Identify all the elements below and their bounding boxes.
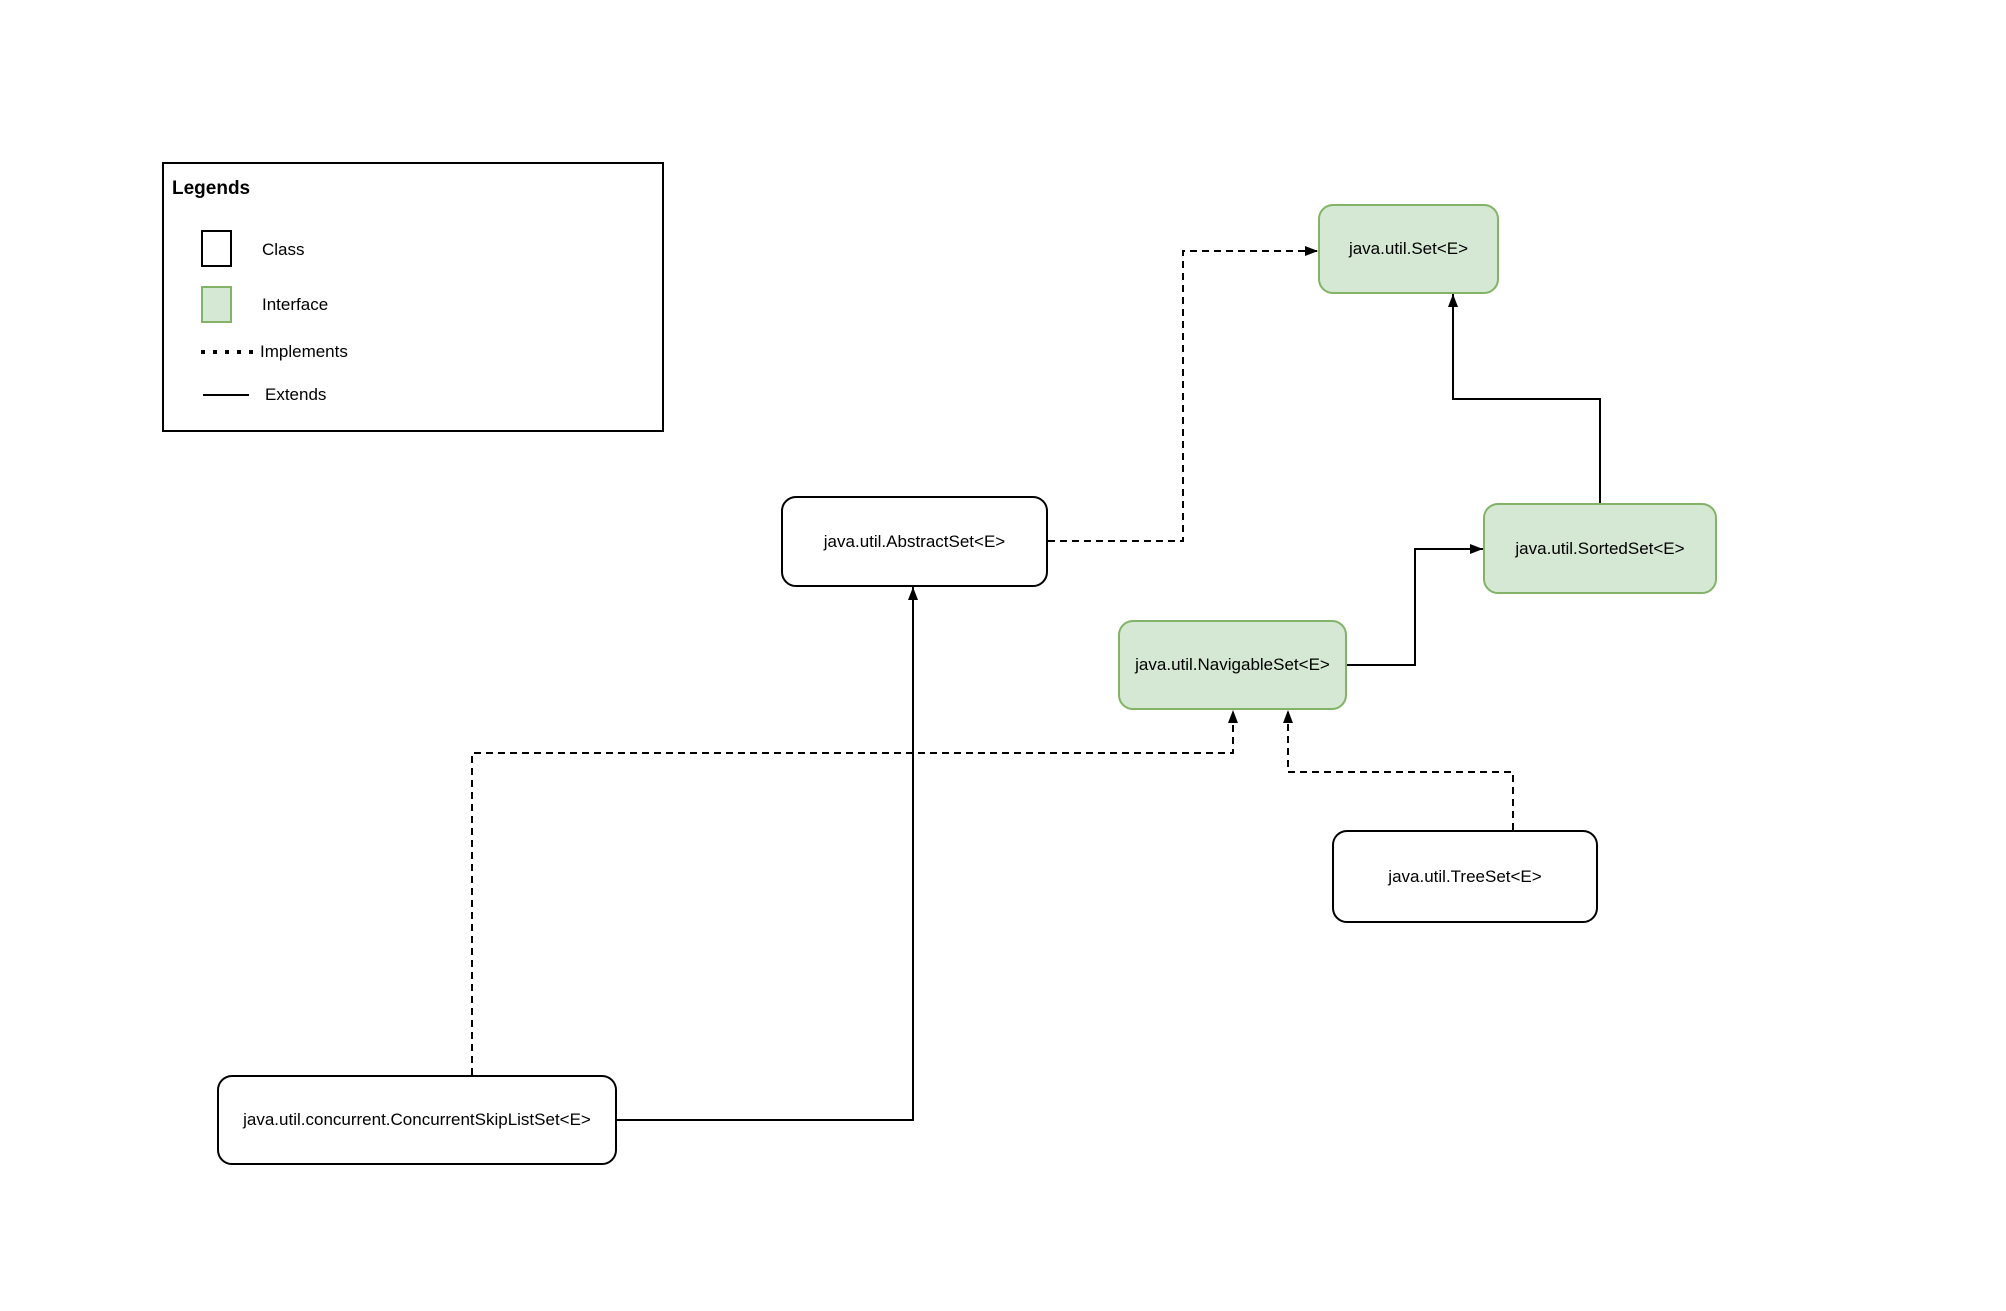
node-navigable-set-label: java.util.NavigableSet<E> xyxy=(1135,655,1330,674)
legend-label-class: Class xyxy=(262,240,305,259)
legend-label-interface: Interface xyxy=(262,295,329,314)
node-abstract-set-label: java.util.AbstractSet<E> xyxy=(823,531,1006,551)
node-abstract-set[interactable]: java.util.AbstractSet<E> xyxy=(781,496,1048,587)
node-concurrent-skip-list-set[interactable]: java.util.concurrent.ConcurrentSkipListS… xyxy=(217,1075,617,1165)
edge-concurrentskiplistset-implements-navigableset[interactable] xyxy=(471,710,1238,1075)
node-set[interactable]: java.util.Set<E> xyxy=(1318,204,1499,294)
node-navigable-set[interactable]: java.util.NavigableSet<E> xyxy=(1118,620,1347,710)
edge-sortedset-extends-set[interactable] xyxy=(1448,294,1601,503)
node-sorted-set-label: java.util.SortedSet<E> xyxy=(1515,538,1685,558)
edge-concurrentskiplistset-extends-abstractset[interactable] xyxy=(617,587,918,1121)
node-tree-set[interactable]: java.util.TreeSet<E> xyxy=(1332,830,1598,923)
legend-label-extends: Extends xyxy=(265,385,327,404)
implements-line-sample xyxy=(201,350,253,354)
edge-navigableset-extends-sortedset[interactable] xyxy=(1347,544,1483,666)
interface-swatch xyxy=(201,286,232,323)
legend-label-implements: Implements xyxy=(260,342,348,361)
extends-line-sample xyxy=(203,394,249,396)
legend: Legends Class Interface Implements Exten… xyxy=(162,162,664,432)
legend-title: Legends xyxy=(172,178,251,199)
node-sorted-set[interactable]: java.util.SortedSet<E> xyxy=(1483,503,1717,594)
edge-abstractset-implements-set[interactable] xyxy=(1048,246,1318,542)
node-concurrent-skip-list-set-label: java.util.concurrent.ConcurrentSkipListS… xyxy=(243,1110,591,1129)
edge-treeset-implements-navigableset[interactable] xyxy=(1283,710,1514,830)
node-tree-set-label: java.util.TreeSet<E> xyxy=(1388,866,1542,886)
class-swatch xyxy=(201,230,232,267)
node-set-label: java.util.Set<E> xyxy=(1348,239,1469,258)
